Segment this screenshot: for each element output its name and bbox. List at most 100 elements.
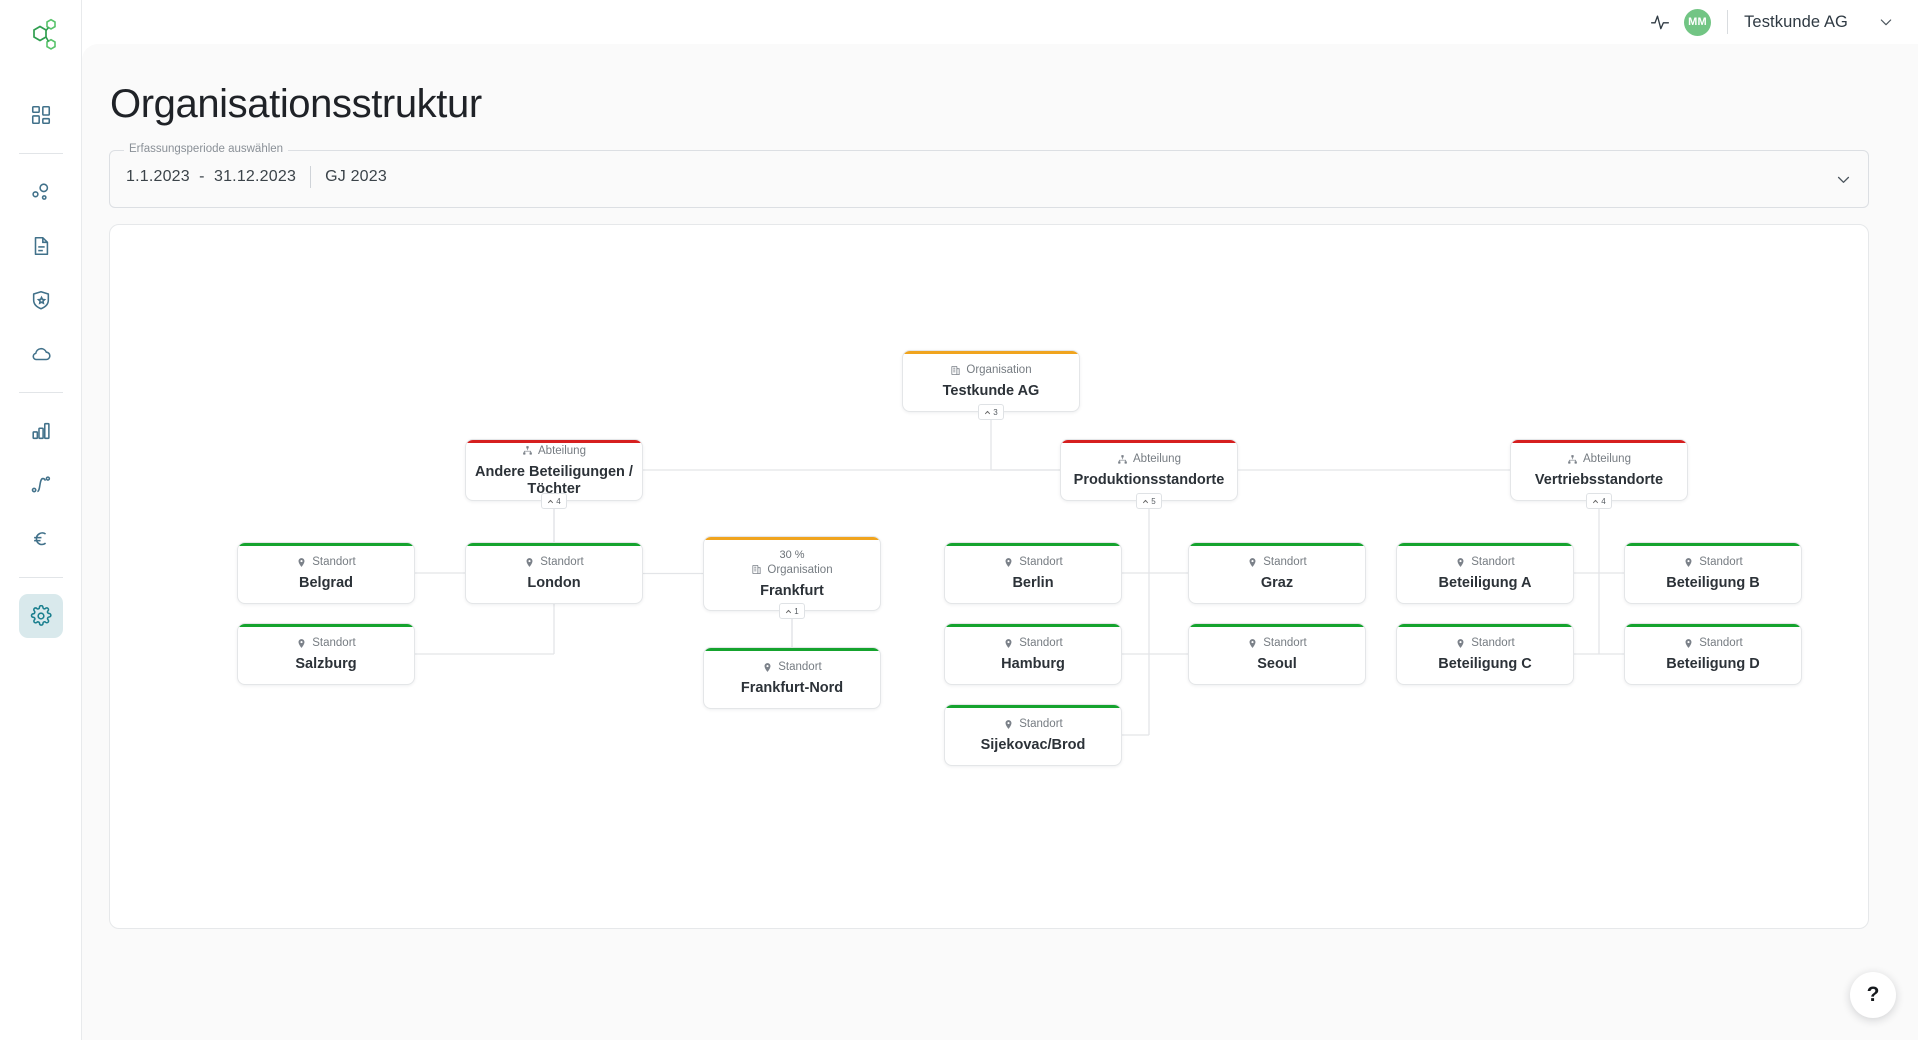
org-node-type: Organisation [751,562,833,578]
org-node-label: Sijekovac/Brod [980,737,1086,753]
org-node-accent-bar [704,537,880,540]
sidebar-item-compliance[interactable] [19,278,63,322]
sidebar-item-finance[interactable] [19,517,63,561]
org-node-collapse-badge-dept1[interactable]: 4 [541,493,567,509]
org-node-label: Beteiligung D [1666,656,1760,672]
sidebar-item-settings[interactable] [18,594,63,638]
sidebar-item-emissions[interactable] [19,332,63,376]
hierarchy-icon [1117,454,1128,465]
sidebar-divider [18,392,63,393]
period-selector[interactable]: Erfassungsperiode auswählen 1.1.2023 - 3… [109,143,1869,208]
sidebar-item-reports[interactable] [19,409,63,453]
org-node-child-count: 1 [794,606,799,616]
org-node-type: Standort [762,659,822,675]
org-node-label: Beteiligung B [1666,575,1760,591]
org-node-type-label: Abteilung [538,444,586,457]
org-node-type-label: Abteilung [1583,453,1631,465]
org-node-type: Standort [1003,716,1063,732]
location-pin-icon [296,557,307,568]
org-node-type-label: Abteilung [1133,453,1181,465]
location-pin-icon [1003,719,1014,730]
org-node-type: Standort [296,554,356,570]
org-node-collapse-badge-dept2[interactable]: 5 [1136,493,1162,509]
top-bar: MM Testkunde AG [82,0,1918,44]
location-pin-icon [296,638,307,649]
location-pin-icon [1683,557,1694,568]
help-button[interactable]: ? [1850,972,1896,1018]
activity-pulse-icon[interactable] [1646,8,1674,36]
location-pin-icon [762,662,773,673]
org-node-label: Vertriebsstandorte [1534,472,1664,488]
org-node-type: Standort [1683,554,1743,570]
chevron-up-icon [1593,499,1599,503]
org-node-label: Produktionsstandorte [1073,472,1225,488]
location-pin-icon [1003,557,1014,568]
org-node-label: Salzburg [295,656,357,672]
org-node-type: Standort [1455,554,1515,570]
sidebar-item-dashboard[interactable] [19,93,63,137]
period-value-divider [310,166,312,188]
location-pin-icon [1247,557,1258,568]
org-node-child-count: 5 [1151,496,1156,506]
location-pin-icon [1003,638,1014,649]
org-node-accent-bar [945,543,1121,546]
org-node-collapse-badge-root[interactable]: 3 [978,404,1004,420]
org-node-child-count: 4 [1601,496,1606,506]
period-fiscal-year: GJ 2023 [325,168,387,185]
org-node-label: Andere Beteiligungen / Töchter [475,463,633,497]
location-pin-icon [1455,557,1466,568]
org-node-accent-bar [238,624,414,627]
org-node-label: Beteiligung C [1438,656,1532,672]
org-node-type: Standort [1003,554,1063,570]
sidebar [0,0,82,1040]
org-node-accent-bar [945,705,1121,708]
hierarchy-icon [1567,454,1578,465]
location-pin-icon [1247,638,1258,649]
sidebar-item-analytics[interactable] [19,463,63,507]
period-selector-label: Erfassungsperiode auswählen [124,143,289,155]
org-node-collapse-badge-frankfurt[interactable]: 1 [779,603,805,619]
org-node-type: Abteilung [1567,451,1631,467]
org-node-label: Frankfurt [760,582,824,599]
org-node-accent-bar [704,648,880,651]
chevron-down-icon[interactable] [1878,14,1894,30]
org-node-type-label: Organisation [767,563,833,576]
org-node-collapse-badge-dept3[interactable]: 4 [1586,493,1612,509]
sidebar-divider [18,577,63,578]
sidebar-item-documents[interactable] [19,224,63,268]
avatar[interactable]: MM [1684,8,1712,36]
org-node-type-label: Standort [1263,556,1307,568]
org-node-label: London [527,575,581,591]
org-node-type-label: Standort [1471,556,1515,568]
page-content: Organisationsstruktur Erfassungsperiode … [82,44,1918,1040]
hierarchy-icon [522,445,533,456]
chevron-down-icon[interactable] [1835,171,1852,193]
org-node-type: Standort [1247,635,1307,651]
org-node-type-label: Standort [1019,556,1063,568]
org-node-type: Standort [1247,554,1307,570]
molecule-logo-icon[interactable] [17,12,65,60]
org-node-type-label: Standort [312,637,356,649]
org-node-label: Frankfurt-Nord [740,680,844,696]
sidebar-item-data-points[interactable] [19,170,63,214]
